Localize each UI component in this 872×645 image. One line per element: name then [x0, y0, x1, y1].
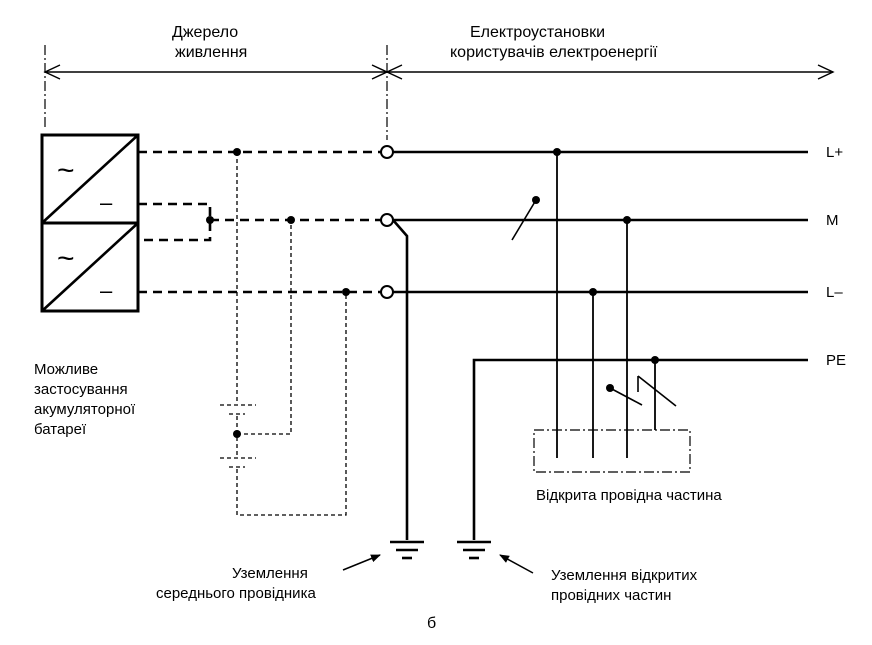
bus-pe-label: PE [826, 352, 846, 369]
ground-symbol-middle [390, 540, 424, 560]
pe-contact-dot [606, 384, 614, 392]
terminal-lplus [380, 145, 394, 159]
consumer-span-arrow [385, 64, 835, 80]
m-bus-tick [511, 199, 537, 241]
arrow-to-middle-ground [342, 554, 381, 571]
battery-note-line3: акумуляторної [34, 401, 136, 418]
exposed-ground-label-line2: провідних частин [551, 587, 671, 604]
converter-upper [40, 133, 140, 225]
converter-lower [40, 221, 140, 313]
battery-wire-m [237, 220, 292, 435]
source-title-line2: живлення [175, 44, 247, 61]
dc-symbol-lower: – [100, 278, 113, 303]
source-span-arrow [43, 64, 389, 80]
dc-symbol-upper: – [100, 190, 113, 215]
ground-symbol-exposed [457, 540, 491, 560]
battery-wire-lminus [236, 292, 347, 516]
pe-contact-lever [609, 387, 643, 406]
terminal-m [380, 213, 394, 227]
midpoint-junction [206, 216, 214, 224]
battery-note-line1: Можливе [34, 361, 98, 378]
junction-lminus-battery [342, 288, 350, 296]
pe-contact-tail [637, 375, 677, 407]
ac-symbol-lower: ~ [57, 242, 75, 275]
bus-lminus-label: L– [826, 284, 843, 301]
exposed-part-label: Відкрита провідна частина [536, 487, 722, 504]
middle-ground-label-line1: Уземлення [232, 565, 308, 582]
exposed-ground-label-line1: Уземлення відкритих [551, 567, 698, 584]
terminal-lminus [380, 285, 394, 299]
consumer-title-line2: користувачів електроенергії [450, 44, 658, 61]
arrow-to-exposed-ground [499, 554, 534, 574]
exposed-conductive-part [533, 429, 691, 473]
source-title-line1: Джерело [172, 24, 238, 41]
bus-lplus-label: L+ [826, 144, 843, 161]
bus-pe [472, 358, 808, 540]
m-bus-tick-dot [532, 196, 540, 204]
ac-symbol-upper: ~ [57, 154, 75, 187]
converter-midpoint-link [138, 202, 212, 242]
bus-m-label: M [826, 212, 839, 229]
middle-ground-label-line2: середнього провідника [156, 585, 316, 602]
battery-note-line4: батареї [34, 421, 87, 438]
consumer-title-line1: Електроустановки [470, 24, 605, 41]
m-ground-conductor [392, 219, 409, 540]
battery-note-line2: застосування [34, 381, 128, 398]
figure-label: б [427, 615, 436, 632]
